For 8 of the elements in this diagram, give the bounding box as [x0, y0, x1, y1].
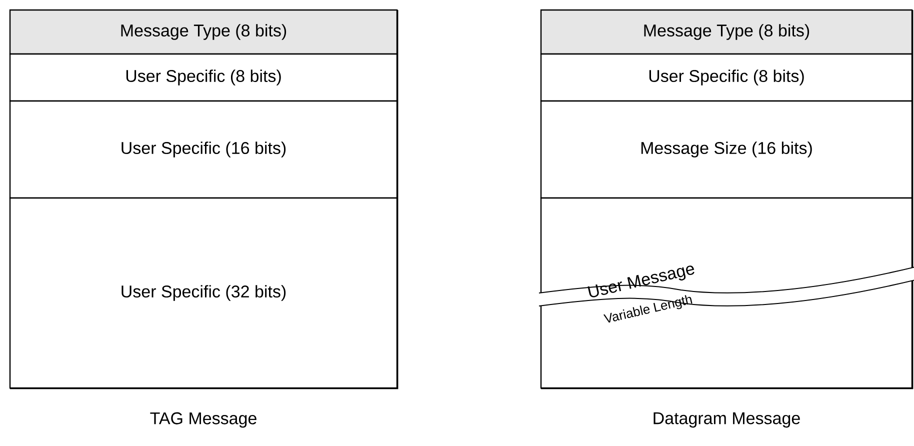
header-field: Message Type (8 bits) — [9, 9, 398, 55]
packet-caption: TAG Message — [150, 412, 256, 428]
header-field: Message Type (8 bits) — [540, 9, 913, 55]
field-note: Variable Length — [603, 295, 692, 323]
packet-caption: Datagram Message — [654, 412, 800, 428]
field-box: User Specific (8 bits) — [540, 53, 913, 102]
field-box: User Specific (8 bits) — [9, 53, 398, 102]
field-box: User Specific (32 bits) — [9, 197, 398, 389]
